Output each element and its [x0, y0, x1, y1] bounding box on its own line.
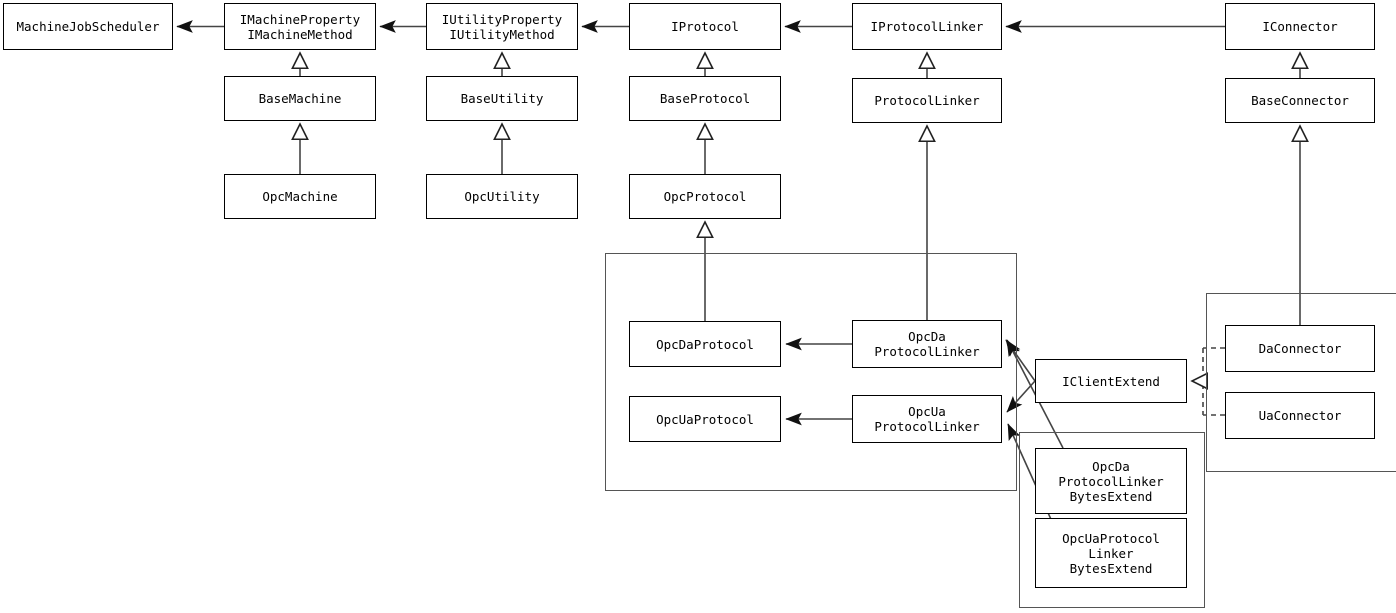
class-box-opc-ua-protocol-linker[interactable]: OpcUa ProtocolLinker — [852, 395, 1002, 443]
class-box-iconnector[interactable]: IConnector — [1225, 3, 1375, 50]
class-box-opc-machine[interactable]: OpcMachine — [224, 174, 376, 219]
class-box-machine-job-scheduler[interactable]: MachineJobScheduler — [3, 3, 173, 50]
class-box-opc-ua-protocol-linker-bytes-extend[interactable]: OpcUaProtocol Linker BytesExtend — [1035, 518, 1187, 588]
class-box-base-utility[interactable]: BaseUtility — [426, 76, 578, 121]
class-box-opc-protocol[interactable]: OpcProtocol — [629, 174, 781, 219]
class-box-base-protocol[interactable]: BaseProtocol — [629, 76, 781, 121]
class-box-base-machine[interactable]: BaseMachine — [224, 76, 376, 121]
class-box-protocol-linker[interactable]: ProtocolLinker — [852, 78, 1002, 123]
class-box-opc-da-protocol-linker-bytes-extend[interactable]: OpcDa ProtocolLinker BytesExtend — [1035, 448, 1187, 514]
class-box-opc-da-protocol[interactable]: OpcDaProtocol — [629, 321, 781, 367]
class-box-opc-ua-protocol[interactable]: OpcUaProtocol — [629, 396, 781, 442]
class-box-opc-da-protocol-linker[interactable]: OpcDa ProtocolLinker — [852, 320, 1002, 368]
class-box-ua-connector[interactable]: UaConnector — [1225, 392, 1375, 439]
class-box-iutility-property-method[interactable]: IUtilityProperty IUtilityMethod — [426, 3, 578, 50]
group-protocol-group — [605, 253, 1017, 491]
class-box-imachine-property-method[interactable]: IMachineProperty IMachineMethod — [224, 3, 376, 50]
group-connector-group — [1206, 293, 1396, 472]
class-box-base-connector[interactable]: BaseConnector — [1225, 78, 1375, 123]
class-box-iprotocol[interactable]: IProtocol — [629, 3, 781, 50]
class-box-iclient-extend[interactable]: IClientExtend — [1035, 359, 1187, 403]
class-box-iprotocol-linker[interactable]: IProtocolLinker — [852, 3, 1002, 50]
class-box-da-connector[interactable]: DaConnector — [1225, 325, 1375, 372]
class-box-opc-utility[interactable]: OpcUtility — [426, 174, 578, 219]
